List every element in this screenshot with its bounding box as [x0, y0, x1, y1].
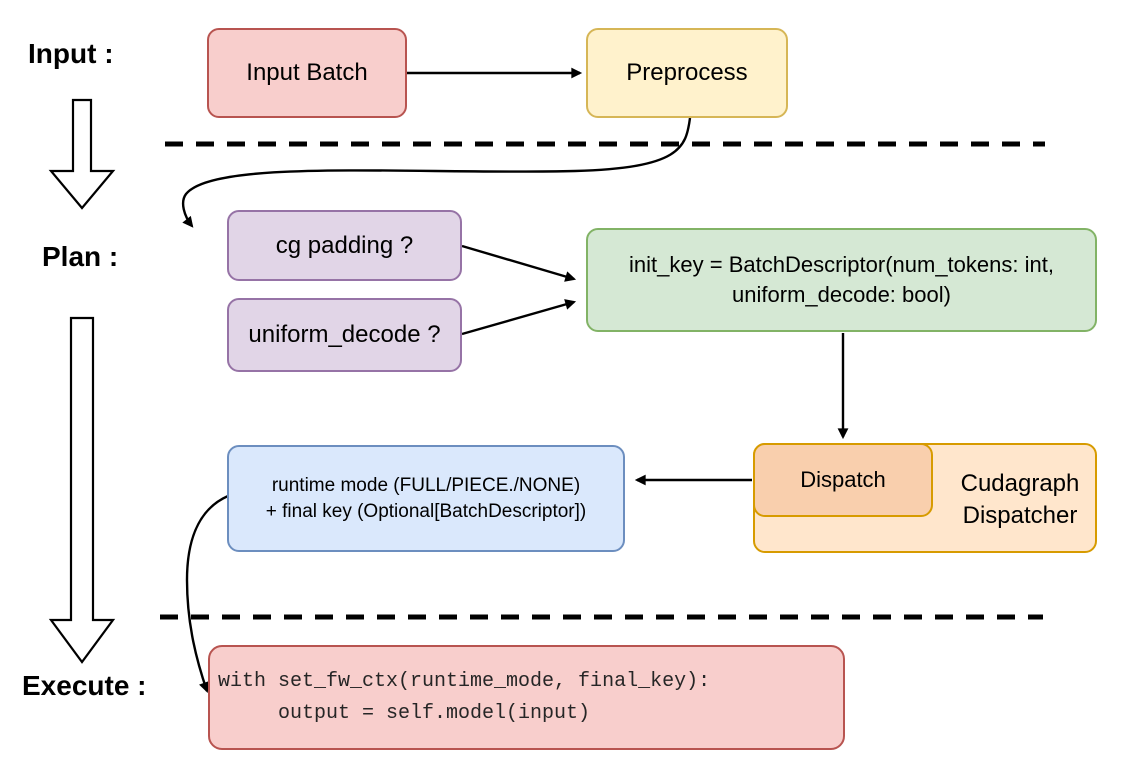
stage-label-plan: Plan :	[42, 241, 119, 272]
dispatch-node: Dispatch	[753, 443, 933, 517]
preprocess-label: Preprocess	[626, 59, 748, 86]
execute-code-node: with set_fw_ctx(runtime_mode, final_key)…	[208, 645, 845, 750]
arrow-runtime-result-to-execute-code	[185, 494, 229, 694]
input-batch-node: Input Batch	[207, 28, 407, 118]
arrow-cg-padding-to-init-key	[461, 244, 577, 282]
init-key-line2: uniform_decode: bool)	[732, 282, 951, 307]
arrow-preprocess-to-cg-padding	[181, 117, 692, 228]
preprocess-node: Preprocess	[586, 28, 788, 118]
cg-padding-node: cg padding ?	[227, 210, 462, 281]
init-key-line1: init_key = BatchDescriptor(num_tokens: i…	[629, 252, 1054, 277]
stage-label-input: Input :	[28, 38, 114, 69]
dispatch-label: Dispatch	[800, 467, 886, 492]
uniform-decode-node: uniform_decode ?	[227, 298, 462, 372]
input-batch-label: Input Batch	[246, 59, 368, 86]
runtime-result-node: runtime mode (FULL/PIECE./NONE) + final …	[227, 445, 625, 552]
runtime-result-line2: + final key (Optional[BatchDescriptor])	[265, 500, 587, 522]
arrow-uniform-decode-to-init-key	[461, 299, 577, 336]
init-key-node: init_key = BatchDescriptor(num_tokens: i…	[586, 228, 1097, 332]
runtime-result-line1: runtime mode (FULL/PIECE./NONE)	[271, 474, 581, 496]
uniform-decode-label: uniform_decode ?	[248, 321, 441, 348]
execute-code-line1: with set_fw_ctx(runtime_mode, final_key)…	[218, 669, 711, 693]
plan-to-execute-arrow-icon	[48, 316, 116, 664]
cg-padding-label: cg padding ?	[275, 231, 414, 259]
execute-code-line2: output = self.model(input)	[218, 701, 591, 725]
cudagraph-dispatcher-label: Cudagraph Dispatcher	[960, 470, 1080, 529]
input-to-plan-arrow-icon	[48, 98, 116, 210]
stage-label-execute: Execute :	[22, 670, 147, 701]
